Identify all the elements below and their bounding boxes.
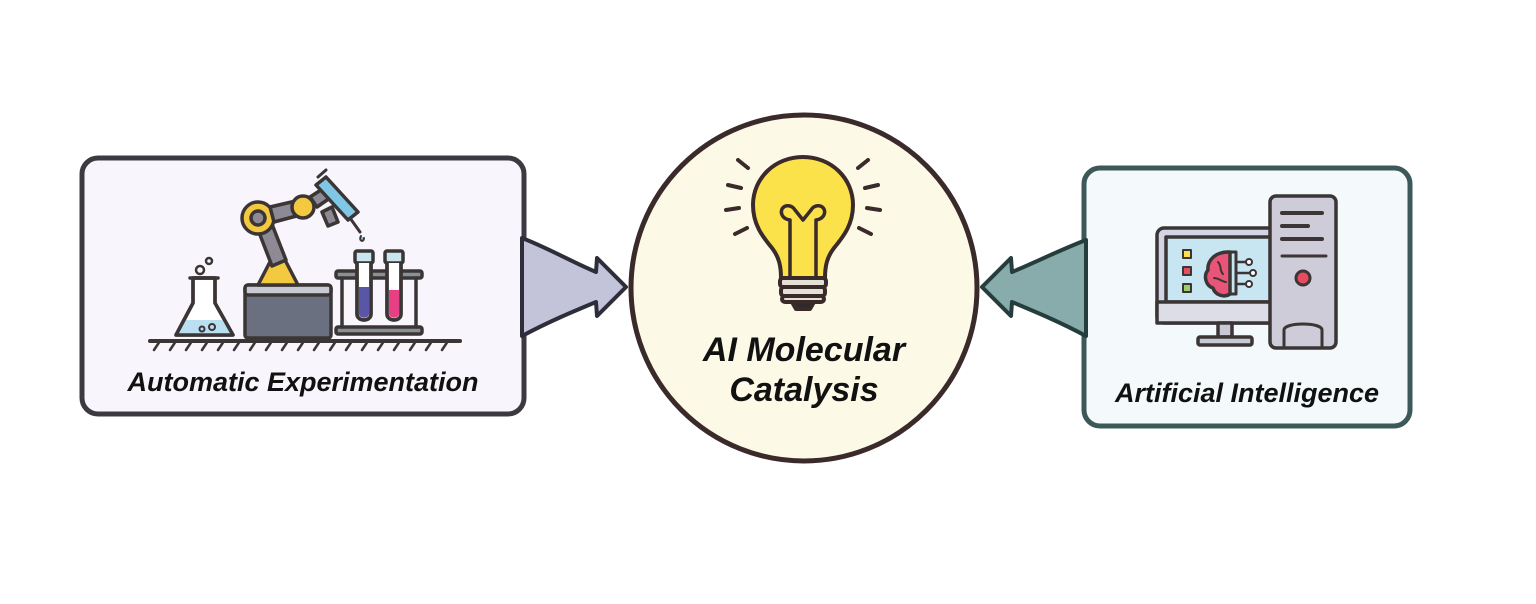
robot-arm-lab-icon [148,168,462,352]
center-label-line1: AI Molecular [702,331,906,369]
artificial-intelligence-label: Artificial Intelligence [1114,378,1380,408]
lightbulb-icon [724,155,882,311]
computer-brain-icon [1155,194,1338,350]
right-arrow [980,238,1088,338]
center-label-line2: Catalysis [729,371,879,409]
left-arrow [520,236,628,338]
automatic-experimentation-label: Automatic Experimentation [127,367,479,397]
ai-molecular-catalysis-label: AI Molecular Catalysis [646,330,962,410]
